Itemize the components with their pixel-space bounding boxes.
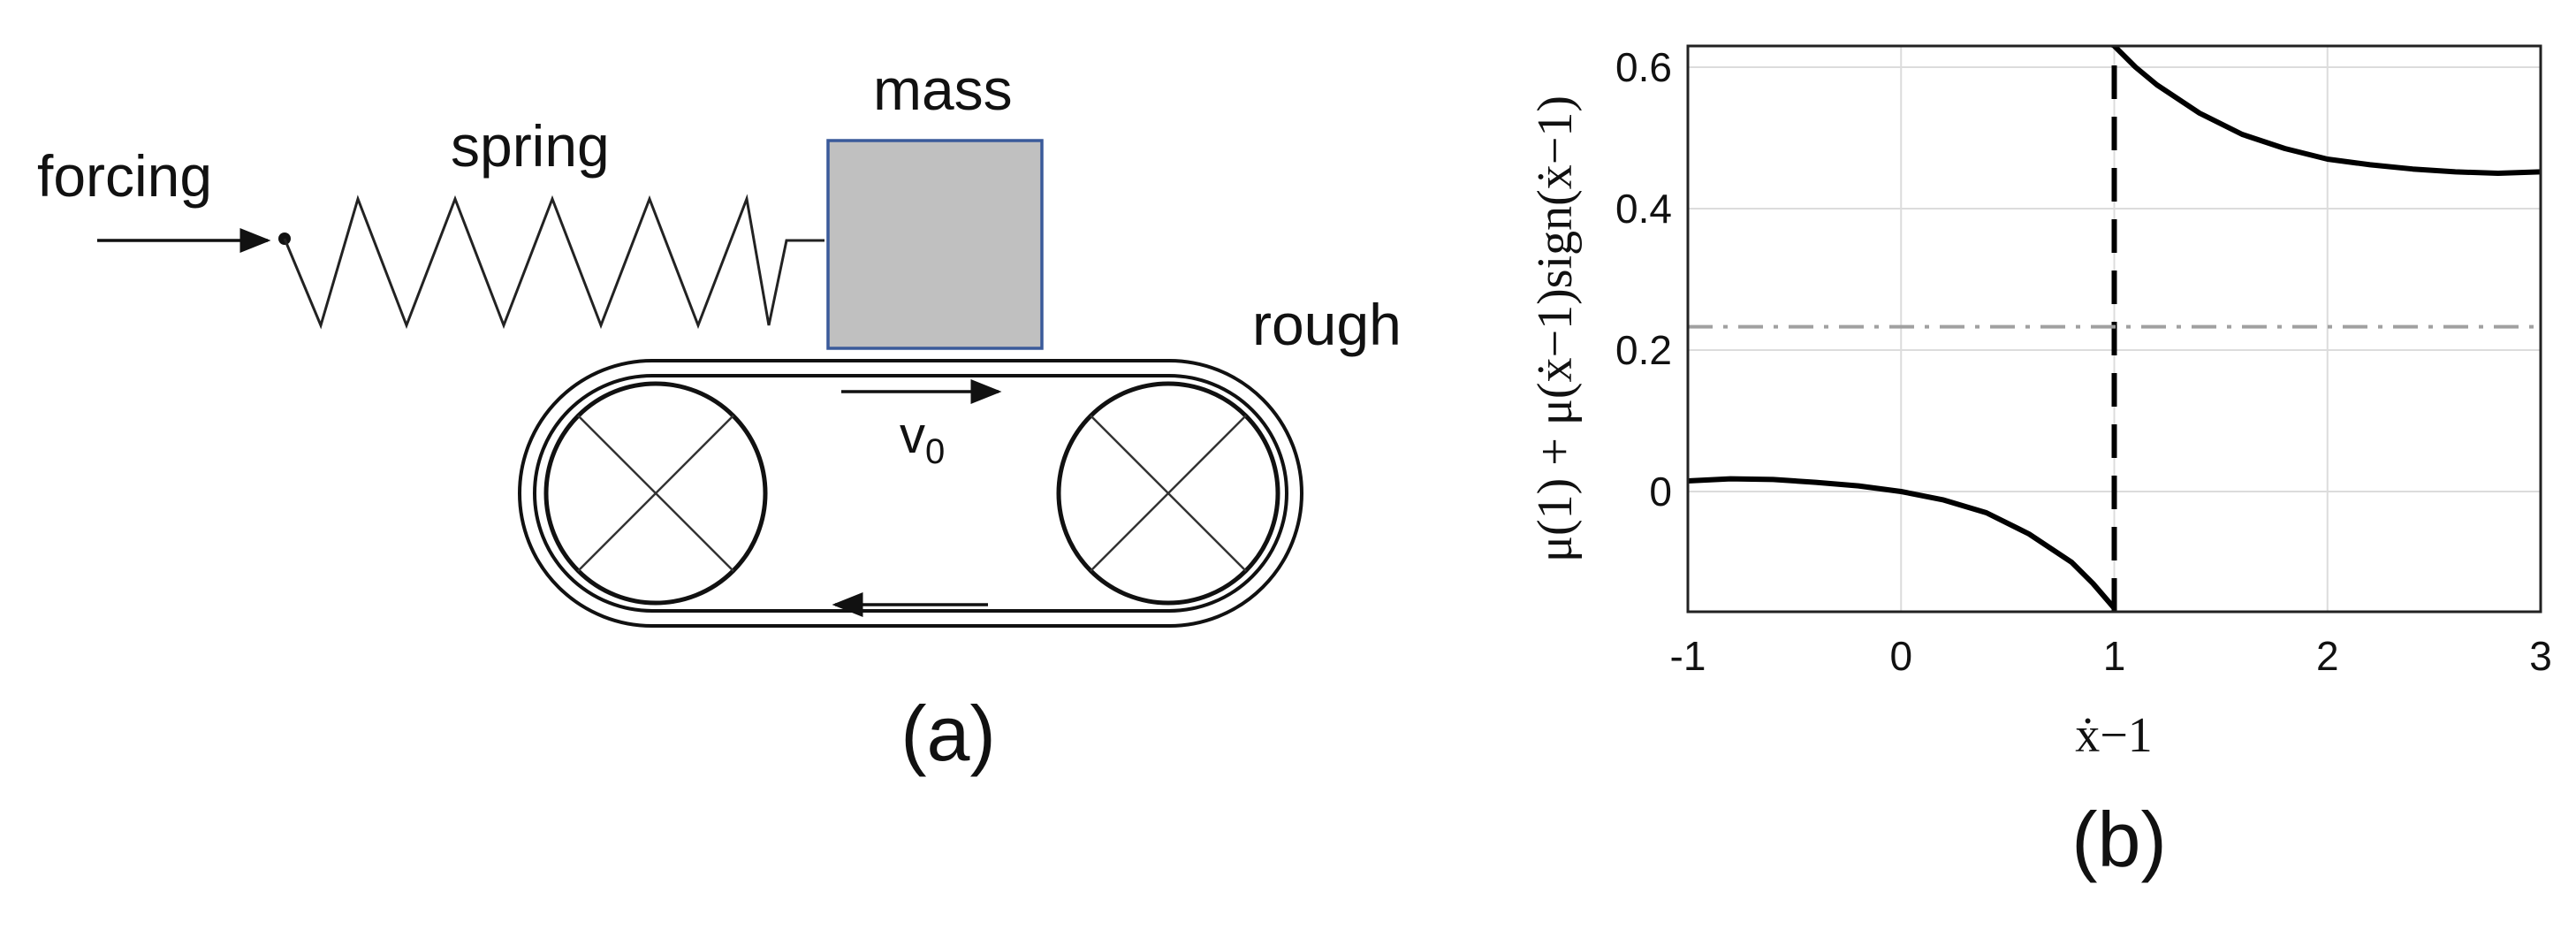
panel-a: forcing spring mass rough v0 (a) — [37, 57, 1402, 777]
velocity-label: v0 — [900, 407, 945, 471]
panel-a-caption: (a) — [900, 690, 996, 777]
x-tick-label-4: 3 — [2529, 633, 2552, 679]
mass-block — [826, 139, 1044, 350]
x-tick-label-0: -1 — [1670, 633, 1706, 679]
mass-label: mass — [873, 57, 1013, 122]
y-tick-labels: 0 0.2 0.4 0.6 — [1615, 44, 1672, 515]
rough-label: rough — [1252, 292, 1402, 357]
panel-b-caption: (b) — [2071, 796, 2167, 883]
y-tick-label-3: 0.6 — [1615, 44, 1672, 90]
spring-label: spring — [451, 113, 610, 179]
y-tick-label-0: 0 — [1649, 469, 1672, 515]
friction-curve-0 — [1688, 476, 2116, 610]
spring-zigzag — [283, 194, 824, 330]
plot-frame — [1686, 44, 2542, 614]
forcing-label: forcing — [37, 143, 212, 209]
velocity-symbol: v — [900, 407, 925, 464]
x-axis-label: ẋ−1 — [2075, 708, 2153, 763]
left-roller — [543, 381, 768, 606]
x-tick-label-1: 0 — [1889, 633, 1912, 679]
series-layer — [1688, 46, 2541, 612]
velocity-subscript: 0 — [925, 432, 945, 471]
right-roller — [1056, 381, 1280, 606]
y-tick-label-1: 0.2 — [1615, 327, 1672, 373]
x-tick-labels: -1 0 1 2 3 — [1670, 633, 2552, 679]
y-tick-label-2: 0.4 — [1615, 186, 1672, 232]
x-tick-label-3: 2 — [2316, 633, 2339, 679]
panel-b: -1 0 1 2 3 0 0.2 0.4 0.6 ẋ−1 μ(1) + μ(ẋ−1)sign(… — [1528, 44, 2552, 883]
friction-curve-1 — [2112, 46, 2541, 176]
x-tick-label-2: 1 — [2103, 633, 2126, 679]
conveyor-belt-inner — [533, 374, 1288, 613]
y-axis-label: μ(1) + μ(ẋ−1)sign(ẋ−1) — [1528, 95, 1583, 562]
conveyor-belt-outer — [518, 359, 1303, 628]
